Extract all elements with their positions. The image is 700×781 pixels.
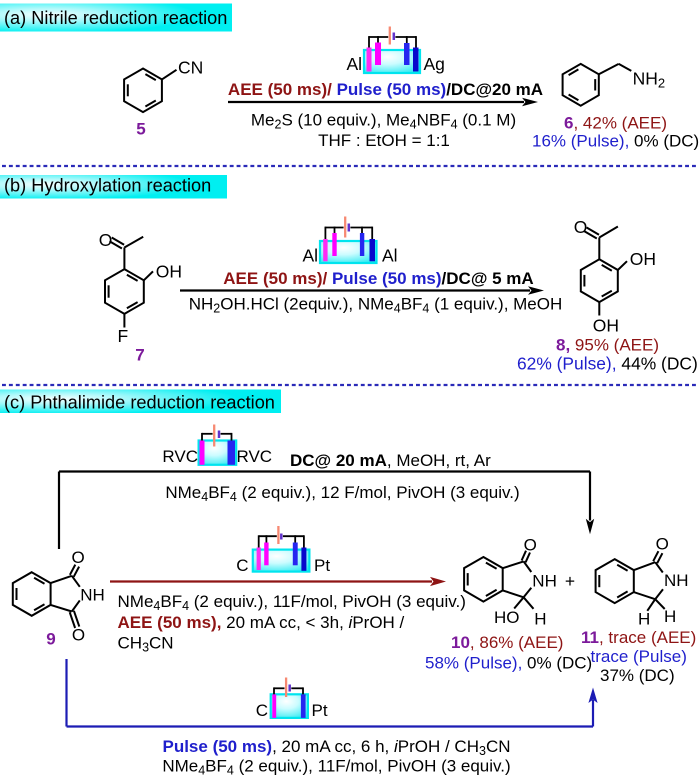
svg-text:NH: NH — [80, 586, 105, 605]
svg-text:11, trace (AEE): 11, trace (AEE) — [581, 628, 696, 647]
svg-text:Al: Al — [302, 246, 318, 266]
svg-text:O: O — [574, 217, 588, 237]
svg-text:NH: NH — [664, 571, 689, 590]
svg-text:RVC: RVC — [162, 447, 198, 466]
svg-text:O: O — [524, 536, 537, 555]
svg-text:C: C — [256, 701, 268, 720]
svg-text:H: H — [534, 609, 546, 628]
svg-text:16% (Pulse), 0% (DC): 16% (Pulse), 0% (DC) — [532, 132, 699, 151]
svg-text:HO: HO — [494, 608, 520, 627]
svg-text:5: 5 — [136, 120, 145, 139]
svg-text:+: + — [565, 571, 575, 591]
svg-text:(c) Phthalimide reduction reac: (c) Phthalimide reduction reaction — [4, 393, 275, 413]
svg-text:Pt: Pt — [314, 556, 330, 575]
svg-text:AEE (50 ms)/ Pulse (50 ms)/DC@: AEE (50 ms)/ Pulse (50 ms)/DC@20 mA — [228, 80, 543, 99]
svg-text:37% (DC): 37% (DC) — [600, 666, 675, 685]
svg-text:OH: OH — [630, 249, 656, 269]
svg-text:THF : EtOH = 1:1: THF : EtOH = 1:1 — [318, 131, 450, 150]
svg-text:(b) Hydroxylation reaction: (b) Hydroxylation reaction — [4, 176, 211, 196]
svg-text:H: H — [664, 607, 676, 626]
svg-text:10, 86% (AEE): 10, 86% (AEE) — [451, 633, 563, 652]
svg-text:H: H — [638, 609, 650, 628]
svg-text:OH: OH — [156, 262, 182, 282]
svg-text:NH: NH — [532, 571, 557, 590]
svg-text:O: O — [72, 626, 85, 645]
svg-text:AEE (50 ms)/ Pulse (50 ms)/DC@: AEE (50 ms)/ Pulse (50 ms)/DC@ 5 mA — [223, 269, 533, 288]
svg-text:CN: CN — [178, 58, 203, 78]
svg-text:6, 42% (AEE): 6, 42% (AEE) — [564, 114, 667, 133]
svg-text:Al: Al — [346, 54, 362, 74]
svg-text:O: O — [99, 230, 113, 250]
svg-text:NMe4BF4 (2 equiv.), 12 F/mol,: NMe4BF4 (2 equiv.), 12 F/mol, PivOH (3 e… — [165, 483, 519, 504]
svg-text:Pulse (50 ms), 20 mA cc, 6 h,: Pulse (50 ms), 20 mA cc, 6 h, iPrOH / CH… — [162, 737, 510, 758]
svg-text:AEE (50 ms), 20 mA cc, < 3h, i: AEE (50 ms), 20 mA cc, < 3h, iPrOH / — [118, 613, 405, 632]
svg-text:F: F — [117, 326, 128, 346]
svg-text:NMe4BF4 (2 equiv.), 11F/mol, P: NMe4BF4 (2 equiv.), 11F/mol, PivOH (3 eq… — [162, 757, 510, 777]
svg-text:DC@ 20 mA, MeOH, rt, Ar: DC@ 20 mA, MeOH, rt, Ar — [290, 451, 491, 470]
svg-text:58% (Pulse), 0% (DC): 58% (Pulse), 0% (DC) — [425, 654, 592, 673]
svg-text:8, 95% (AEE): 8, 95% (AEE) — [556, 336, 659, 355]
svg-text:Al: Al — [382, 246, 398, 266]
svg-text:9: 9 — [46, 630, 55, 649]
svg-text:C: C — [236, 556, 248, 575]
svg-text:RVC: RVC — [237, 447, 273, 466]
svg-text:62% (Pulse), 44% (DC): 62% (Pulse), 44% (DC) — [517, 354, 698, 374]
svg-text:O: O — [71, 548, 84, 567]
svg-text:NMe4BF4 (2 equiv.), 11F/mol, P: NMe4BF4 (2 equiv.), 11F/mol, PivOH (3 eq… — [118, 592, 466, 613]
svg-text:NH2OH.HCl (2equiv.), NMe4BF4 (: NH2OH.HCl (2equiv.), NMe4BF4 (1 equiv.),… — [189, 295, 563, 316]
svg-text:Pt: Pt — [312, 701, 328, 720]
svg-text:Me2S (10 equiv.), Me4NBF4 (0.1: Me2S (10 equiv.), Me4NBF4 (0.1 M) — [251, 111, 516, 132]
svg-text:(a) Nitrile reduction reaction: (a) Nitrile reduction reaction — [4, 8, 227, 28]
svg-text:O: O — [656, 535, 669, 554]
svg-text:NH2: NH2 — [633, 68, 666, 90]
svg-text:7: 7 — [135, 346, 144, 365]
svg-text:OH: OH — [593, 316, 619, 336]
svg-text:Ag: Ag — [424, 54, 445, 74]
svg-text:trace (Pulse): trace (Pulse) — [591, 647, 687, 666]
svg-text:CH3CN: CH3CN — [118, 634, 174, 655]
